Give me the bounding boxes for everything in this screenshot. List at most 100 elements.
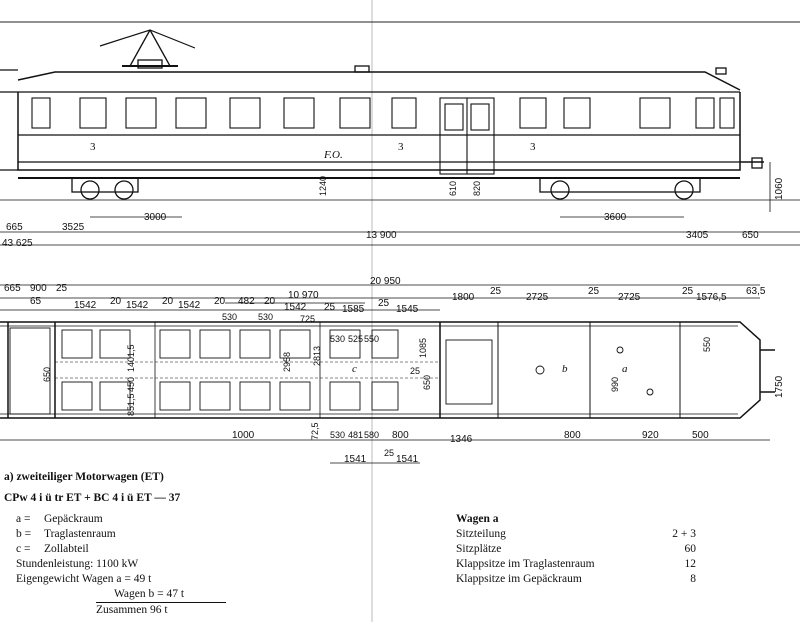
- side-dimension-lines: [0, 162, 800, 246]
- dim-plan-b-800b: 800: [564, 430, 581, 441]
- dim-side-3600: 3600: [604, 212, 627, 223]
- wagen-title: Wagen a: [456, 513, 499, 525]
- dim-plan-s-650b: 650: [422, 375, 432, 390]
- legend-left: a) zweiteiliger Motorwagen (ET) CPw 4 i …: [4, 470, 364, 618]
- mark-class-3-c: 3: [530, 141, 536, 153]
- dim-plan-s-530b: 530: [258, 312, 273, 322]
- pantograph: [99, 29, 196, 69]
- dim-plan-r1-25a: 25: [56, 283, 68, 294]
- dim-plan-s-530a: 530: [222, 312, 237, 322]
- dim-plan-r2-20d: 20: [264, 296, 276, 307]
- room-letter-a: a: [622, 363, 628, 375]
- dim-plan-r1-635: 63,5: [746, 286, 766, 297]
- dim-plan-r1-2725b: 2725: [618, 292, 641, 303]
- power-rating: Stundenleistung: 1100 kW: [16, 558, 139, 570]
- dim-plan-v-2958: 2958: [282, 352, 292, 372]
- legend-code: CPw 4 i ü tr ET + BC 4 i ü ET — 37: [4, 492, 181, 504]
- dim-height-1240: 1240: [318, 176, 328, 196]
- dim-plan-b-725: 72,5: [310, 422, 320, 440]
- weight-wagen-b: Wagen b = 47 t: [114, 588, 185, 600]
- dim-plan-s-530c: 530: [330, 334, 345, 344]
- side-doors: [439, 97, 495, 175]
- plan-dimension-texts: 20 950 10 970 665 900 25 1800 25 2725 25…: [4, 276, 785, 465]
- dim-plan-s-1085: 1085: [418, 338, 428, 358]
- dim-plan-s-725: 725: [300, 314, 315, 324]
- side-windows: [31, 97, 735, 129]
- dim-plan-b-1000: 1000: [232, 430, 255, 441]
- dim-side-3405: 3405: [686, 230, 709, 241]
- dim-plan-r2-1542d: 1542: [284, 302, 307, 313]
- legend-item: a =Gepäckraum: [16, 513, 103, 525]
- dim-plan-b-1541a: 1541: [344, 454, 367, 465]
- dim-plan-s-25: 25: [410, 366, 420, 376]
- dim-plan-overall: 20 950: [370, 276, 401, 287]
- room-letter-b: b: [562, 363, 568, 375]
- dim-plan-v-450: 450: [126, 377, 136, 392]
- room-letter-c: c: [352, 363, 357, 375]
- dim-height-610: 610: [448, 181, 458, 196]
- dim-plan-v-8515: 851,5: [126, 393, 136, 416]
- mark-class-3-b: 3: [398, 141, 404, 153]
- dim-plan-b-1346: 1346: [450, 434, 473, 445]
- dim-plan-r2-25b: 25: [378, 298, 390, 309]
- total-divider: [96, 602, 226, 603]
- dim-plan-r2-1545: 1545: [396, 304, 419, 315]
- dim-plan-r2-1585: 1585: [342, 304, 365, 315]
- mark-class-3-a: 3: [90, 141, 96, 153]
- bogie-right: [539, 177, 701, 200]
- legend-item: c =Zollabteil: [16, 543, 89, 555]
- dim-plan-s-525: 525: [348, 334, 363, 344]
- dim-plan-b-920: 920: [642, 430, 659, 441]
- dim-side-3000: 3000: [144, 212, 167, 223]
- dim-plan-b-580: 580: [364, 430, 379, 440]
- wagen-table: Wagen a Sitzteilung 2 + 3 Sitzplätze 60 …: [456, 512, 696, 587]
- dim-plan-b-500: 500: [692, 430, 709, 441]
- dim-plan-b-800a: 800: [392, 430, 409, 441]
- weight-total: Zusammen 96 t: [96, 604, 168, 616]
- plan-outline: [0, 321, 775, 419]
- dim-plan-v-1750: 1750: [774, 375, 785, 398]
- mark-fo: F.O.: [323, 149, 343, 161]
- dim-plan-r2-20a: 20: [110, 296, 122, 307]
- side-view: [0, 29, 800, 201]
- dim-plan-r1-1800: 1800: [452, 292, 475, 303]
- wagen-row: Klappsitze im Traglastenraum 12: [456, 558, 696, 570]
- dim-plan-v-2813: 2813: [312, 346, 322, 366]
- dim-plan-r2-20c: 20: [214, 296, 226, 307]
- dim-plan-s-550b: 550: [702, 337, 712, 352]
- wagen-row: Sitzteilung 2 + 3: [456, 528, 696, 540]
- side-dimension-texts: 665 3525 3000 13 900 3600 3405 650 43 62…: [2, 141, 785, 249]
- dim-plan-b-530: 530: [330, 430, 345, 440]
- plan-dimension-lines: [0, 284, 770, 464]
- wagen-row: Sitzplätze 60: [456, 543, 696, 555]
- dim-plan-r2-1542b: 1542: [126, 300, 149, 311]
- dim-plan-r2-1542c: 1542: [178, 300, 201, 311]
- dim-plan-r1-15765: 1576,5: [696, 292, 727, 303]
- dim-side-665: 665: [6, 222, 23, 233]
- dim-plan-r1-25d: 25: [682, 286, 694, 297]
- dim-side-650: 650: [742, 230, 759, 241]
- dim-side-13900: 13 900: [366, 230, 397, 241]
- legend-title: a) zweiteiliger Motorwagen (ET): [4, 471, 164, 483]
- dim-plan-r2-482: 482: [238, 296, 255, 307]
- dim-height-1060: 1060: [774, 177, 785, 200]
- dim-plan-r1-25b: 25: [490, 286, 502, 297]
- wagen-row: Klappsitze im Gepäckraum 8: [456, 573, 696, 585]
- bogie-left: [71, 177, 139, 200]
- dim-plan-r2-1542a: 1542: [74, 300, 97, 311]
- dim-plan-r2-25a: 25: [324, 302, 336, 313]
- dim-plan-r1-665: 665: [4, 283, 21, 294]
- plan-seats: [9, 327, 654, 415]
- dim-height-820: 820: [472, 181, 482, 196]
- dim-plan-v-990: 990: [610, 377, 620, 392]
- dim-plan-r2-20b: 20: [162, 296, 174, 307]
- dim-plan-v-14015: 1401,5: [126, 344, 136, 372]
- dim-side-3525: 3525: [62, 222, 85, 233]
- dim-plan-r2-65: 65: [30, 296, 42, 307]
- dim-plan-r1-900: 900: [30, 283, 47, 294]
- dim-plan-subtotal: 10 970: [288, 290, 319, 301]
- dim-plan-b-481: 481: [348, 430, 363, 440]
- legend-item: b =Traglastenraum: [16, 528, 116, 540]
- dim-plan-v-650: 650: [42, 367, 52, 382]
